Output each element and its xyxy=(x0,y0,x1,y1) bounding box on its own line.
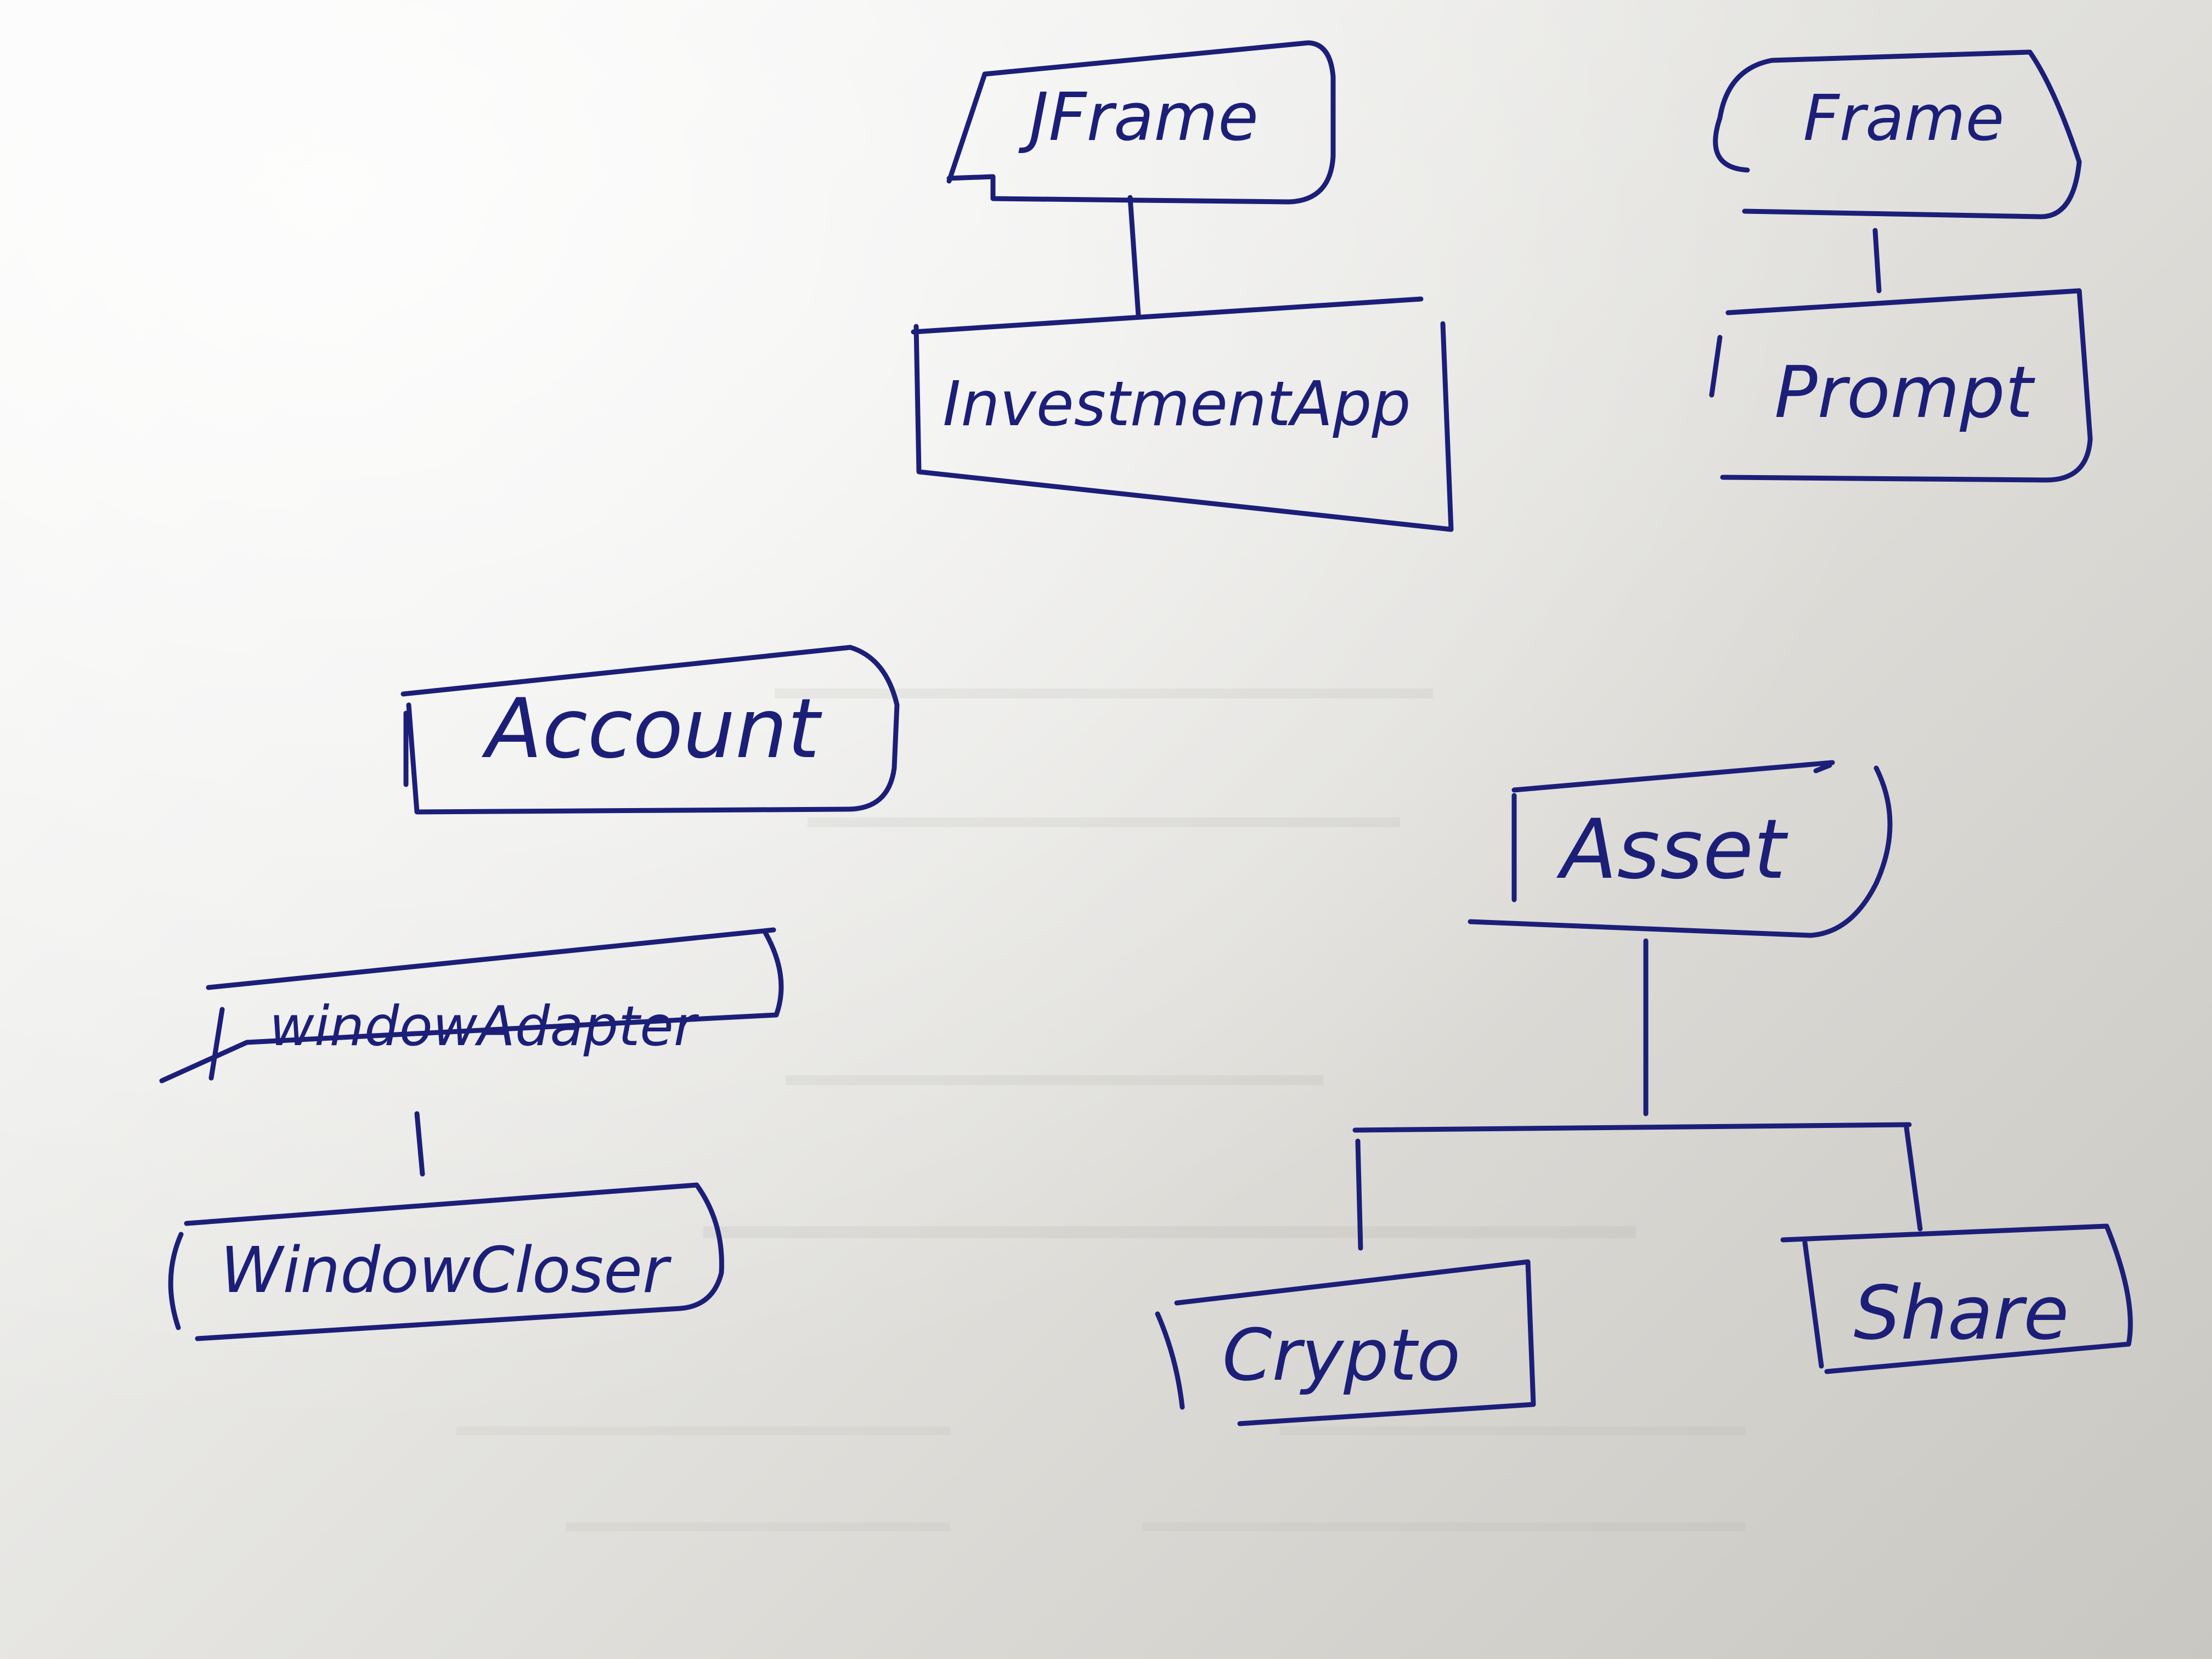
node-investmentapp: InvestmentApp xyxy=(911,296,1454,532)
prompt-label: Prompt xyxy=(1774,351,2035,434)
investmentapp-box xyxy=(911,296,1454,532)
jframe-box xyxy=(946,40,1336,205)
edge-asset-crypto xyxy=(1355,1138,1363,1251)
investmentapp-label: InvestmentApp xyxy=(943,369,1410,440)
share-box xyxy=(1780,1223,2133,1374)
frame-box xyxy=(1713,49,2082,219)
jframe-label: JFrame xyxy=(1018,80,1259,156)
node-account: Account xyxy=(400,645,900,815)
asset-box xyxy=(1468,760,1893,938)
edge-asset-branch xyxy=(1352,1122,1912,1133)
prompt-box xyxy=(1709,288,2093,483)
bleed-through-text xyxy=(456,689,1746,1531)
windowadapter-box xyxy=(159,927,784,1084)
crypto-label: Crypto xyxy=(1222,1313,1460,1397)
edge-windowadapter-windowcloser xyxy=(414,1111,425,1177)
node-share: Share xyxy=(1780,1223,2133,1374)
account-label: Account xyxy=(482,681,822,777)
node-prompt: Prompt xyxy=(1709,288,2093,483)
edge-jframe-investmentapp xyxy=(1127,195,1141,318)
share-label: Share xyxy=(1854,1270,2069,1356)
windowadapter-label: windowAdapter xyxy=(269,994,699,1058)
node-asset: Asset xyxy=(1468,760,1893,938)
windowcloser-box xyxy=(168,1182,724,1341)
crypto-box xyxy=(1155,1259,1536,1426)
node-windowadapter: windowAdapter xyxy=(159,927,784,1084)
edge-asset-share xyxy=(1904,1125,1923,1232)
node-windowcloser: WindowCloser xyxy=(168,1182,724,1341)
asset-label: Asset xyxy=(1556,802,1788,898)
node-jframe: JFrame xyxy=(946,40,1336,205)
node-frame: Frame xyxy=(1713,49,2082,219)
edge-frame-prompt xyxy=(1872,228,1882,294)
account-box xyxy=(400,645,900,815)
node-crypto: Crypto xyxy=(1155,1259,1536,1426)
windowadapter-tick xyxy=(208,1007,225,1081)
windowcloser-label: WindowCloser xyxy=(221,1234,672,1307)
edges xyxy=(414,195,1923,1251)
frame-label: Frame xyxy=(1803,82,2005,155)
